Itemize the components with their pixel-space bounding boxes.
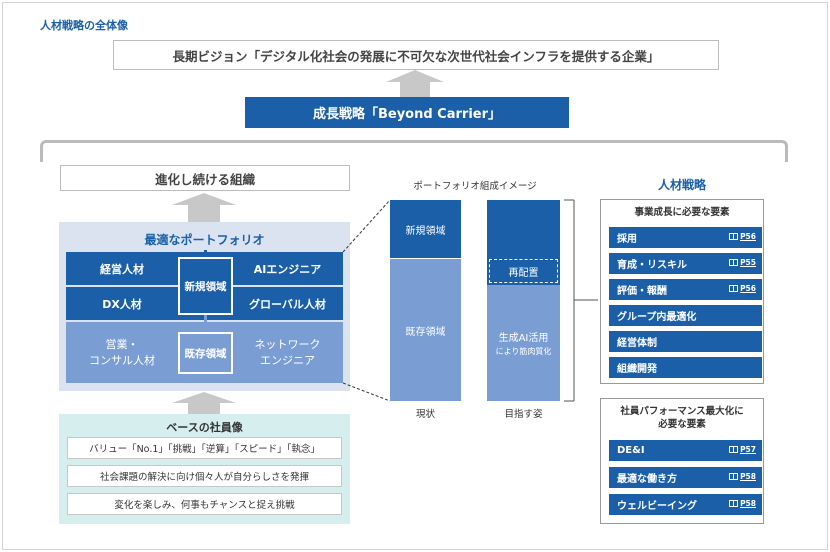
reallocation-label: 再配置 xyxy=(508,267,539,279)
hr-strategy-title: 人材戦略 xyxy=(657,178,706,192)
target-state-label: 目指す姿 xyxy=(504,409,543,420)
overall-bracket xyxy=(40,140,788,162)
target-reallocation-bar: 再配置 xyxy=(487,257,560,285)
item-training-reskill: 育成・リスキル P55 xyxy=(609,253,762,274)
page-ref: P55 xyxy=(740,258,756,267)
current-existing-domain-label: 既存領域 xyxy=(405,326,446,338)
growth-strategy-box: 成長戦略「Beyond Carrier」 xyxy=(245,97,569,128)
item-label: 評価・報酬 xyxy=(617,286,667,297)
base-item-social-issues: 社会課題の解決に向け個々人が自分らしさを発揮 xyxy=(67,465,342,487)
item-wellbeing: ウェルビーイング P58 xyxy=(609,494,762,515)
new-domain-box: 新規領域 xyxy=(178,257,233,315)
base-employee-title: ベースの社員像 xyxy=(166,421,243,434)
optimal-portfolio-title: 最適なポートフォリオ xyxy=(144,233,265,247)
label-ai-engineer: AIエンジニア xyxy=(253,262,322,276)
label-management-talent: 経営人材 xyxy=(100,262,144,276)
page-ref-icon: P57 xyxy=(729,445,756,454)
target-existing-bar: 生成AI活用 により筋肉質化 xyxy=(487,285,560,401)
item-group-optimization: グループ内最適化 xyxy=(609,305,762,326)
page-ref-icon: P56 xyxy=(729,284,756,293)
item-management-structure: 経営体制 xyxy=(609,331,762,352)
target-new-domain-bar xyxy=(487,200,560,257)
current-state-label: 現状 xyxy=(415,409,435,420)
item-label: 最適な働き方 xyxy=(617,474,677,485)
page-ref: P57 xyxy=(740,445,756,454)
label-global-talent: グローバル人材 xyxy=(249,297,326,311)
item-optimal-workstyle: 最適な働き方 P58 xyxy=(609,467,762,488)
page-ref-icon: P58 xyxy=(729,472,756,481)
connector xyxy=(204,374,207,383)
item-dei: DE&I P57 xyxy=(609,440,762,461)
portfolio-image-title: ポートフォリオ組成イメージ xyxy=(413,181,537,192)
page-ref: P56 xyxy=(740,232,756,241)
label-sales-consulting-talent: 営業・ コンサル人材 xyxy=(89,337,155,367)
page-title: 人材戦略の全体像 xyxy=(40,19,128,32)
existing-domain-box: 既存領域 xyxy=(178,332,233,374)
long-term-vision-box: 長期ビジョン「デジタル化社会の発展に不可欠な次世代社会インフラを提供する企業」 xyxy=(113,40,719,70)
item-label: グループ内最適化 xyxy=(617,312,697,323)
item-label: 採用 xyxy=(617,234,637,245)
item-label: 組織開発 xyxy=(617,364,657,375)
item-label: ウェルビーイング xyxy=(617,501,697,512)
evolving-organization-box: 進化し続ける組織 xyxy=(60,165,350,191)
genai-label-line2: により筋肉質化 xyxy=(495,347,552,356)
connector xyxy=(204,250,207,257)
item-recruitment: 採用 P56 xyxy=(609,227,762,248)
connector xyxy=(204,315,207,332)
up-arrow-to-vision xyxy=(386,70,444,98)
item-label: DE&I xyxy=(617,445,645,456)
page-ref-icon: P55 xyxy=(729,258,756,267)
performance-heading-line2: 必要な要素 xyxy=(658,419,706,430)
base-item-values: バリュー「No.1」「挑戦」「逆算」「スピード」「執念」 xyxy=(67,437,342,459)
current-existing-domain-bar: 既存領域 xyxy=(390,258,461,401)
genai-label-line1: 生成AI活用 xyxy=(498,333,549,344)
page-ref-icon: P56 xyxy=(729,232,756,241)
current-new-domain-label: 新規領域 xyxy=(405,225,446,237)
business-growth-heading: 事業成長に必要な要素 xyxy=(634,207,730,218)
label-dx-talent: DX人材 xyxy=(102,297,142,311)
item-label: 育成・リスキル xyxy=(617,260,687,271)
page-ref: P58 xyxy=(740,499,756,508)
up-arrow-to-organization xyxy=(172,193,236,222)
current-new-domain-bar: 新規領域 xyxy=(390,200,461,258)
item-organization-development: 組織開発 xyxy=(609,357,762,378)
page-ref: P56 xyxy=(740,284,756,293)
base-item-embrace-change: 変化を楽しみ、何事もチャンスと捉え挑戦 xyxy=(67,493,342,515)
item-evaluation-compensation: 評価・報酬 P56 xyxy=(609,279,762,300)
item-label: 経営体制 xyxy=(617,338,657,349)
label-network-engineer: ネットワーク エンジニア xyxy=(254,337,321,367)
performance-heading-line1: 社員パフォーマンス最大化に xyxy=(620,406,744,417)
page-ref-icon: P58 xyxy=(729,499,756,508)
page-ref: P58 xyxy=(740,472,756,481)
up-arrow-to-portfolio xyxy=(172,392,236,414)
